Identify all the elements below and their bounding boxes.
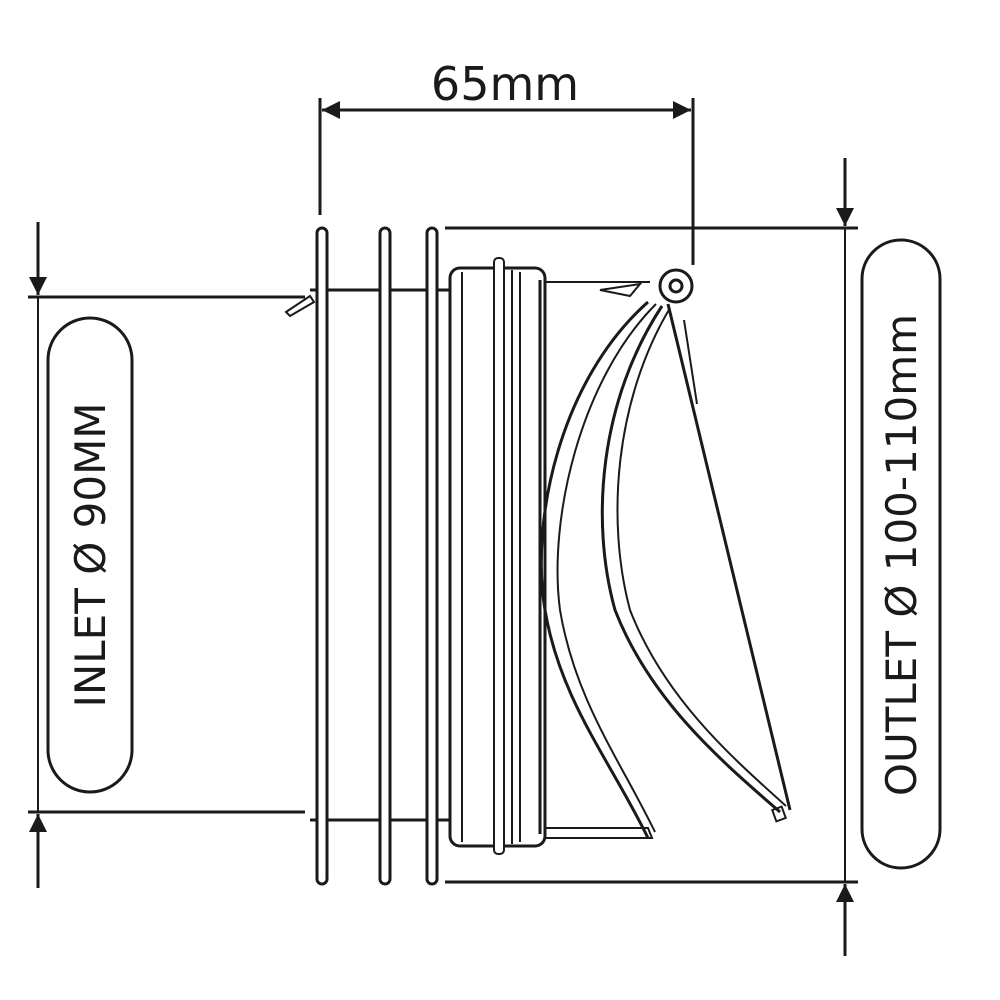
length-label: 65mm xyxy=(431,57,579,111)
sealing-fin xyxy=(425,226,439,886)
valve-body xyxy=(284,226,654,886)
hinge xyxy=(658,268,694,304)
inlet-label: INLET Ø 90MM xyxy=(66,402,115,707)
outlet-dimension: OUTLET Ø 100-110mm xyxy=(445,158,942,956)
sealing-fin xyxy=(378,226,392,886)
inlet-pill xyxy=(46,316,134,794)
outlet-label: OUTLET Ø 100-110mm xyxy=(877,314,926,796)
flap xyxy=(539,268,792,839)
outlet-pill xyxy=(860,238,942,870)
sealing-fin xyxy=(315,226,329,886)
length-dimension: 65mm xyxy=(318,57,695,265)
inlet-dimension: INLET Ø 90MM xyxy=(28,222,305,888)
